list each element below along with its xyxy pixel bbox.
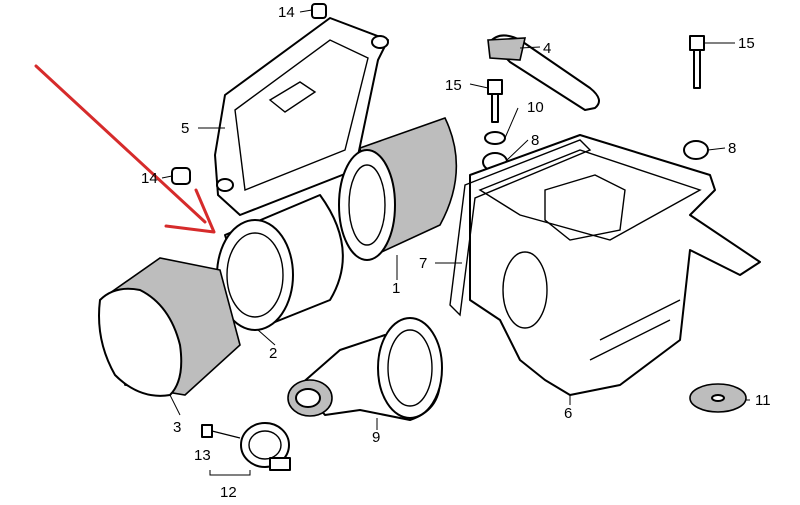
air-cleaner-case bbox=[469, 134, 761, 396]
callout-3: 3 bbox=[173, 419, 181, 436]
callout-13: 13 bbox=[194, 447, 211, 464]
drain-cap bbox=[689, 383, 747, 413]
callout-15-right: 15 bbox=[738, 35, 755, 52]
rubber-boot bbox=[98, 257, 241, 397]
callout-8-left: 8 bbox=[531, 132, 539, 149]
callout-4: 4 bbox=[543, 40, 551, 57]
strap bbox=[487, 34, 600, 111]
washer-10 bbox=[484, 131, 506, 145]
callout-7: 7 bbox=[419, 255, 427, 272]
red-arrow-indicator bbox=[34, 64, 216, 234]
callout-labels: 1 2 3 4 5 6 7 8 8 9 10 11 12 13 14 14 15… bbox=[141, 4, 771, 501]
clamp-screw bbox=[201, 424, 241, 439]
leader-lines bbox=[161, 9, 750, 476]
callout-10: 10 bbox=[527, 99, 544, 116]
bolt-15-left bbox=[487, 79, 503, 123]
callout-5: 5 bbox=[181, 120, 189, 137]
callout-1: 1 bbox=[392, 280, 400, 297]
callout-6: 6 bbox=[564, 405, 572, 422]
callout-2: 2 bbox=[269, 345, 277, 362]
screw-14-left bbox=[171, 167, 191, 185]
callout-11: 11 bbox=[755, 392, 771, 409]
callout-8-right: 8 bbox=[728, 140, 736, 157]
foam-ring bbox=[216, 194, 344, 331]
red-arrow-shaft bbox=[34, 64, 207, 224]
callout-12: 12 bbox=[220, 484, 237, 500]
bolt-15-right bbox=[689, 35, 705, 89]
air-cleaner-cover bbox=[214, 17, 389, 216]
gasket bbox=[449, 139, 592, 317]
air-filter-element bbox=[338, 117, 458, 261]
callout-14-top: 14 bbox=[278, 4, 295, 21]
red-arrow-head bbox=[164, 188, 216, 234]
callout-14-left: 14 bbox=[141, 170, 158, 187]
hose-clamp bbox=[240, 422, 291, 471]
intake-tube bbox=[287, 317, 443, 421]
screw-14-top bbox=[311, 3, 327, 19]
callout-15-left: 15 bbox=[445, 77, 462, 94]
grommet-8-right bbox=[683, 140, 709, 160]
callout-9: 9 bbox=[372, 429, 380, 446]
